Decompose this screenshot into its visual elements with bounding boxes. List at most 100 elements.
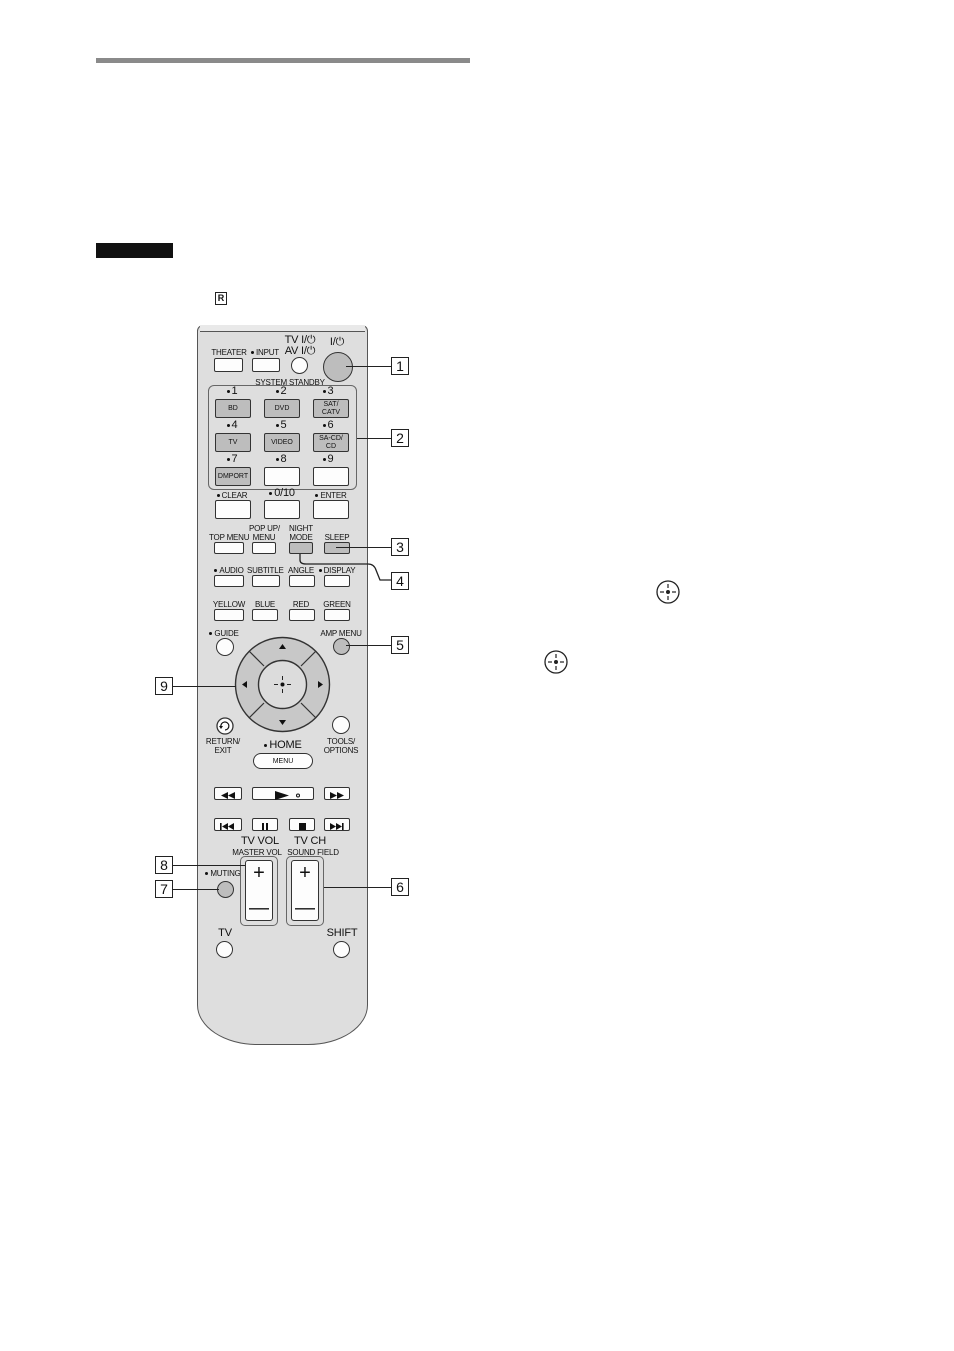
dvd-button[interactable]: DVD <box>264 399 300 418</box>
guide-label: GUIDE <box>206 629 242 638</box>
power-label: I/⏻ <box>329 336 345 348</box>
channel-minus-label: — <box>295 897 315 919</box>
menu-button[interactable]: MENU <box>253 753 313 769</box>
master-vol-label: MASTER VOL <box>232 848 282 857</box>
rewind-button[interactable] <box>214 787 242 800</box>
channel-plus-label: + <box>299 862 311 884</box>
subtitle-button[interactable] <box>252 575 280 587</box>
yellow-label: YELLOW <box>212 600 246 609</box>
number-label: 7 <box>222 454 242 465</box>
number-label: 2 <box>271 386 291 397</box>
green-label: GREEN <box>323 600 351 609</box>
pause-icon <box>262 823 268 830</box>
audio-button[interactable] <box>214 575 244 587</box>
callout-line <box>173 889 219 891</box>
sa-cd-button[interactable]: SA-CD/ CD <box>313 433 349 452</box>
section-label-bar <box>96 243 173 258</box>
callout-line <box>346 366 391 368</box>
pause-button[interactable] <box>252 818 278 831</box>
bd-button[interactable]: BD <box>215 399 251 418</box>
enter-button[interactable] <box>313 500 349 519</box>
top-menu-button[interactable] <box>214 542 244 554</box>
angle-label: ANGLE <box>287 566 315 575</box>
popup-menu-button[interactable] <box>252 542 276 554</box>
volume-group-outline <box>240 856 278 926</box>
stop-icon <box>299 823 306 830</box>
rewind-icon <box>221 792 235 799</box>
green-button[interactable] <box>324 609 350 621</box>
callout-2: 2 <box>391 429 409 447</box>
input-button[interactable] <box>252 358 280 372</box>
play-button[interactable] <box>252 787 314 800</box>
shift-button[interactable] <box>333 941 350 958</box>
remote-top-edge <box>200 325 365 332</box>
number-label: 5 <box>271 420 291 431</box>
av-power-label: AV I/⏻ <box>284 345 316 357</box>
callout-5: 5 <box>391 636 409 654</box>
sound-field-label: SOUND FIELD <box>287 848 339 857</box>
callout-3: 3 <box>391 538 409 556</box>
amp-menu-button[interactable] <box>333 638 350 655</box>
guide-button[interactable] <box>216 638 234 656</box>
number-label: 1 <box>222 386 242 397</box>
muting-label: MUTING <box>203 869 243 878</box>
number-8-button[interactable] <box>264 467 300 486</box>
tv-button[interactable] <box>216 941 233 958</box>
theater-label: THEATER <box>211 348 247 357</box>
tv-label: TV <box>218 927 232 939</box>
audio-label: AUDIO <box>212 566 246 575</box>
theater-button[interactable] <box>214 358 243 372</box>
fast-forward-icon <box>330 792 344 799</box>
display-button[interactable] <box>324 575 350 587</box>
previous-button[interactable] <box>214 818 242 831</box>
sat-catv-button[interactable]: SAT/ CATV <box>313 399 349 418</box>
number-label: 4 <box>222 420 242 431</box>
amp-menu-label: AMP MENU <box>320 629 362 638</box>
channel-group-outline <box>286 856 324 926</box>
number-label: 3 <box>318 386 338 397</box>
volume-rocker[interactable]: + — <box>245 860 273 921</box>
volume-minus-label: — <box>249 897 269 919</box>
previous-icon <box>220 823 234 830</box>
tv-ch-label: TV CH <box>293 835 326 847</box>
callout-9: 9 <box>155 677 173 695</box>
video-button[interactable]: VIDEO <box>264 433 300 452</box>
display-label: DISPLAY <box>318 566 356 575</box>
callout-line <box>173 865 245 867</box>
clear-button[interactable] <box>215 500 251 519</box>
number-label: 6 <box>318 420 338 431</box>
sleep-label: SLEEP <box>324 533 350 542</box>
callout-8: 8 <box>155 856 173 874</box>
callout-line <box>299 554 391 581</box>
remote-icon: R <box>215 292 227 305</box>
angle-button[interactable] <box>289 575 315 587</box>
channel-rocker[interactable]: + — <box>291 860 319 921</box>
callout-4: 4 <box>391 572 409 590</box>
night-mode-label: NIGHT MODE <box>289 524 313 542</box>
dmport-button[interactable]: DMPORT <box>215 467 251 486</box>
tools-button[interactable] <box>332 716 350 734</box>
tv-input-button[interactable]: TV <box>215 433 251 452</box>
zero-button[interactable] <box>264 500 300 519</box>
night-mode-button[interactable] <box>289 542 313 554</box>
tv-power-button[interactable] <box>291 357 308 374</box>
callout-7: 7 <box>155 880 173 898</box>
next-button[interactable] <box>324 818 350 831</box>
clear-label: CLEAR <box>214 491 250 500</box>
return-button[interactable] <box>216 717 234 735</box>
return-exit-label: RETURN/ EXIT <box>205 737 241 755</box>
red-button[interactable] <box>289 609 315 621</box>
yellow-button[interactable] <box>214 609 244 621</box>
dpad[interactable] <box>234 636 331 733</box>
number-9-button[interactable] <box>313 467 349 486</box>
blue-button[interactable] <box>252 609 278 621</box>
input-label: INPUT <box>249 348 281 357</box>
red-label: RED <box>292 600 310 609</box>
fast-forward-button[interactable] <box>324 787 350 800</box>
number-label: 8 <box>271 454 291 465</box>
stop-button[interactable] <box>289 818 315 831</box>
shift-label: SHIFT <box>326 927 358 939</box>
header-rule <box>96 58 470 63</box>
muting-button[interactable] <box>217 881 234 898</box>
tv-power-label: TV I/⏻ <box>284 334 316 346</box>
